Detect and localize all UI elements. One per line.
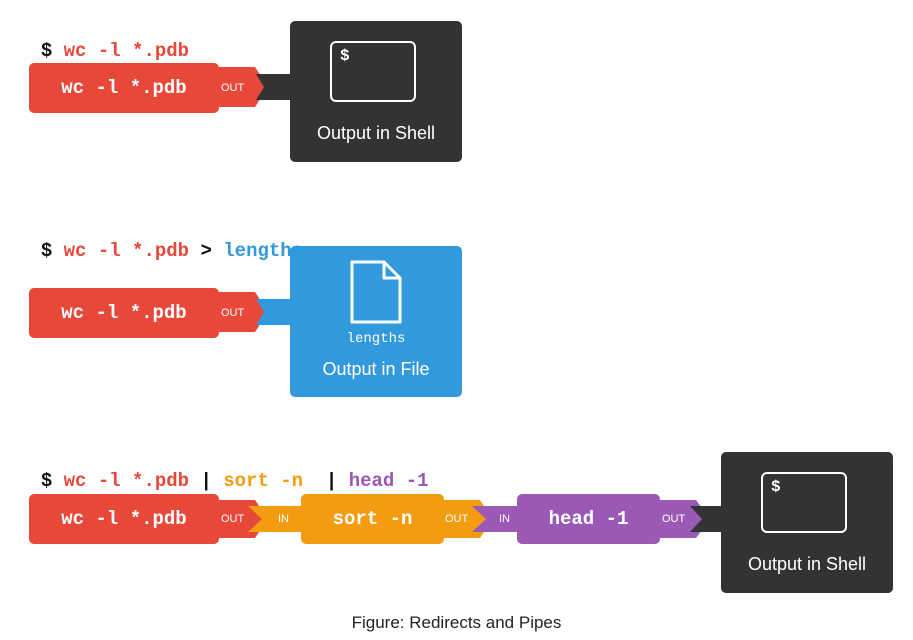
terminal-icon: $ — [330, 41, 416, 102]
row1-terminal-prompt: $ — [340, 47, 350, 65]
row3-in3-connector — [472, 506, 520, 532]
row2-blue-connector — [256, 299, 292, 325]
row2-wc-pill-label: wc -l *.pdb — [61, 302, 187, 324]
row2-op: > — [200, 240, 212, 262]
row1-command-line: $ wc -l *.pdb — [18, 18, 189, 62]
row3-prompt: $ — [40, 470, 53, 492]
row3-sort-pill: sort -n — [301, 494, 444, 544]
row3-cmd1: wc -l *.pdb — [63, 470, 190, 492]
row1-shell-panel: $ Output in Shell — [290, 21, 462, 162]
row3-out1-tag: OUT — [221, 513, 245, 525]
figure-caption: Figure: Redirects and Pipes — [351, 613, 562, 632]
row3-terminal-prompt: $ — [771, 478, 781, 496]
row1-out-arrow — [218, 67, 268, 107]
row1-dark-connector — [256, 74, 292, 100]
row3-shell-panel: $ Output in Shell — [721, 452, 893, 593]
document-icon — [350, 260, 402, 324]
row3-wc-pill: wc -l *.pdb — [29, 494, 219, 544]
row2-file-panel: lengths Output in File — [290, 246, 462, 397]
row3-out2-tag: OUT — [445, 513, 469, 525]
row2-panel-label: Output in File — [322, 359, 430, 379]
row3-pipe2: | — [325, 470, 338, 492]
row3-out3-tag: OUT — [662, 513, 686, 525]
row3-dark-connector — [690, 506, 724, 532]
row3-panel-label: Output in Shell — [747, 554, 867, 574]
row2-command-line: $ wc -l *.pdb > lengths — [18, 218, 303, 262]
row1-prompt: $ — [40, 40, 53, 62]
row1-panel-label: Output in Shell — [316, 123, 436, 143]
row3-in2-tag: IN — [278, 513, 289, 525]
row3-sort-pill-label: sort -n — [332, 508, 413, 530]
row3-cmd3: head -1 — [348, 470, 429, 492]
row3-command-line: $ wc -l *.pdb | sort -n | head -1 — [18, 448, 429, 492]
terminal-icon: $ — [761, 472, 847, 533]
row2-prompt: $ — [40, 240, 53, 262]
row3-wc-pill-label: wc -l *.pdb — [61, 508, 187, 530]
row2-out-tag: OUT — [221, 307, 245, 319]
row2-wc-pill: wc -l *.pdb — [29, 288, 219, 338]
row2-out-arrow — [218, 292, 268, 332]
row3-head-pill: head -1 — [517, 494, 660, 544]
row3-cmd2: sort -n — [223, 470, 304, 492]
row3-in3-tag: IN — [499, 513, 510, 525]
row2-cmd: wc -l *.pdb — [63, 240, 190, 262]
row1-out-tag: OUT — [221, 82, 245, 94]
row3-in2-connector — [248, 506, 304, 532]
row1-cmd: wc -l *.pdb — [63, 40, 190, 62]
row2-target: lengths — [223, 240, 304, 262]
row1-wc-pill-label: wc -l *.pdb — [61, 77, 187, 99]
row3-pipe1: | — [200, 470, 212, 492]
row3-head-pill-label: head -1 — [548, 508, 629, 530]
row1-wc-pill: wc -l *.pdb — [29, 63, 219, 113]
row2-filename: lengths — [346, 331, 406, 347]
